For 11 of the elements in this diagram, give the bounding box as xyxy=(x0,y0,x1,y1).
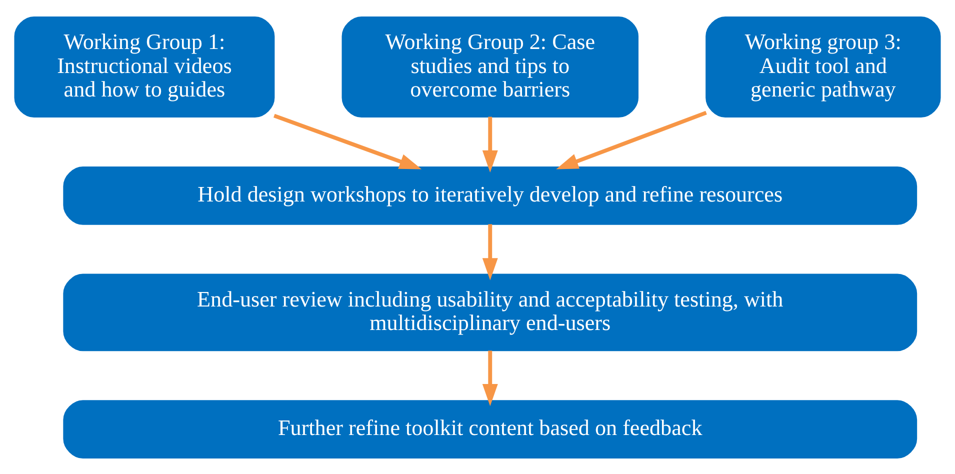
arrow xyxy=(482,350,498,406)
node-box: Hold design workshops to iteratively develop and refine resources xyxy=(63,166,918,224)
node-box: Further refine toolkit content based on feedback xyxy=(63,400,918,458)
node-box: Working Group 1: Instructional videos and how to guides xyxy=(14,16,275,118)
node-box: End-user review including usability and acceptability testing, with multidisciplinary end-users xyxy=(63,273,918,351)
arrow xyxy=(482,224,498,280)
node-box: Working Group 2: Case studies and tips to overcome barriers xyxy=(342,16,638,118)
node-box: Working group 3: Audit tool and generic pathway xyxy=(706,16,941,118)
arrow xyxy=(482,116,498,172)
arrow xyxy=(556,110,707,169)
arrow xyxy=(273,113,422,169)
